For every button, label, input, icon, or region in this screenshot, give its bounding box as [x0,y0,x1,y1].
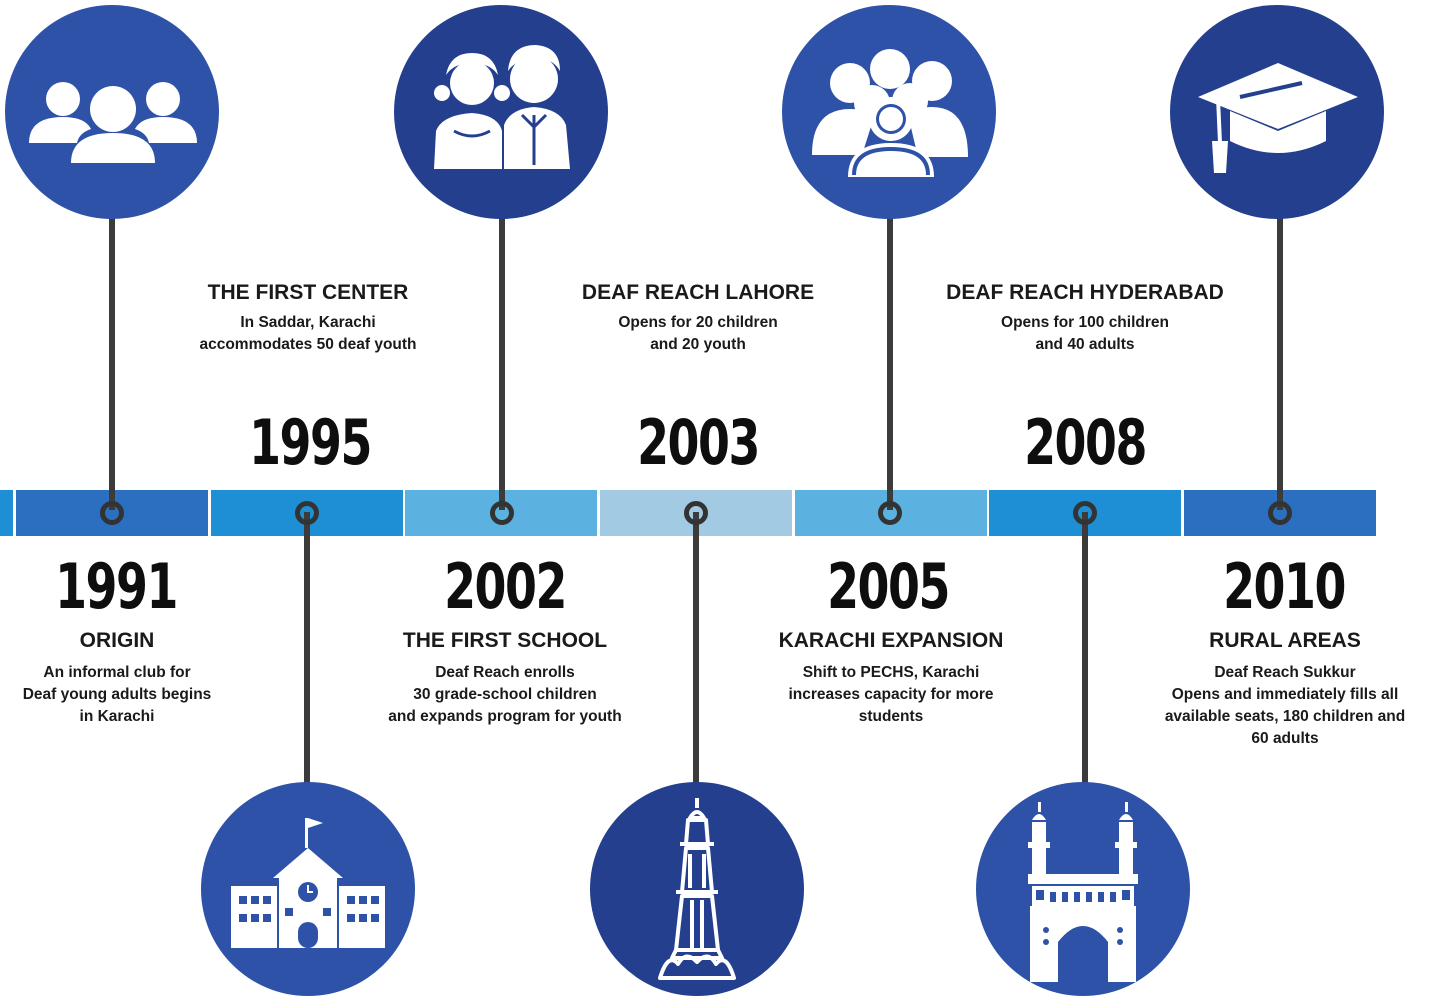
timeline-dot [1073,501,1097,525]
description-line: and 40 adults [1035,336,1135,353]
description-line: Shift to PECHS, Karachi [802,664,980,681]
milestone-description: In Saddar, Karachi accommodates 50 deaf … [158,312,458,356]
milestone-title: ORIGIN [79,629,155,652]
milestone-year: 1995 [249,406,372,479]
description-line: Opens for 100 children [1001,314,1169,331]
milestone-title: THE FIRST CENTER [207,281,409,304]
milestone-year: 2003 [637,406,760,479]
milestone-description: Opens for 20 children and 20 youth [548,312,848,356]
milestone-description: Deaf Reach Sukkur Opens and immediately … [1135,662,1435,750]
timeline-dot [1268,501,1292,525]
connector-line [499,210,505,510]
milestone-description: Shift to PECHS, Karachi increases capaci… [741,662,1041,728]
milestone-description: Opens for 100 children and 40 adults [935,312,1235,356]
description-line: increases capacity for more [788,686,994,703]
charminar-icon [976,782,1190,996]
crowd-icon [782,5,996,219]
description-line: students [858,708,924,725]
description-line: and 20 youth [650,336,746,353]
milestone-year: 2005 [827,550,950,623]
school-building-icon [201,782,415,996]
description-line: Opens and immediately fills all [1171,686,1399,703]
milestone-year: 2008 [1024,406,1147,479]
description-line: accommodates 50 deaf youth [199,336,417,353]
connector-line [693,512,699,802]
timeline-dot [684,501,708,525]
minar-tower-icon [590,782,804,996]
connector-line [887,210,893,510]
description-line: and expands program for youth [388,708,622,725]
group-people-icon [5,5,219,219]
timeline-dot [878,501,902,525]
milestone-title: DEAF REACH HYDERABAD [946,281,1224,304]
milestone-description: An informal club for Deaf young adults b… [0,662,267,728]
graduation-cap-icon [1170,5,1384,219]
timeline-bar-cap [0,490,13,536]
description-line: Opens for 20 children [618,314,778,331]
connector-line [1082,512,1088,802]
connector-line [1277,210,1283,510]
timeline-dot [490,501,514,525]
description-line: 30 grade-school children [413,686,597,703]
milestone-title: THE FIRST SCHOOL [402,629,608,652]
students-icon [394,5,608,219]
milestone-title: DEAF REACH LAHORE [581,281,815,304]
description-line: in Karachi [79,708,155,725]
description-line: In Saddar, Karachi [240,314,376,331]
description-line: available seats, 180 children and [1164,708,1406,725]
connector-line [109,210,115,510]
description-subtitle: Deaf Reach Sukkur [1214,664,1356,681]
milestone-year: 2002 [444,550,567,623]
description-line: Deaf Reach enrolls [435,664,575,681]
description-line: An informal club for [43,664,191,681]
description-line: Deaf young adults begins [22,686,212,703]
milestone-year: 1991 [55,550,178,623]
connector-line [304,512,310,802]
timeline-dot [295,501,319,525]
milestone-year: 2010 [1223,550,1346,623]
description-line: 60 adults [1251,730,1319,747]
milestone-title: KARACHI EXPANSION [778,629,1004,652]
milestone-description: Deaf Reach enrolls 30 grade-school child… [355,662,655,728]
timeline-dot [100,501,124,525]
milestone-title: RURAL AREAS [1209,629,1361,652]
